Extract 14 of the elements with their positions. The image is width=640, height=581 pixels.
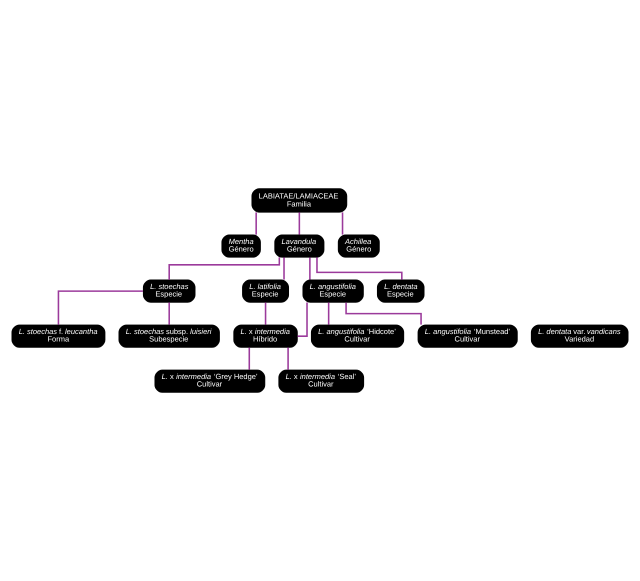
connector <box>255 212 257 235</box>
connector <box>264 302 266 325</box>
connector <box>287 348 289 370</box>
connector <box>309 257 311 280</box>
connector <box>283 257 285 280</box>
connector <box>58 290 143 325</box>
connector <box>248 348 250 370</box>
connector <box>345 302 422 325</box>
connector <box>168 302 170 325</box>
connector <box>298 212 300 235</box>
connector <box>298 302 308 337</box>
connector <box>328 302 330 325</box>
connector <box>342 212 344 235</box>
connector <box>316 257 403 280</box>
